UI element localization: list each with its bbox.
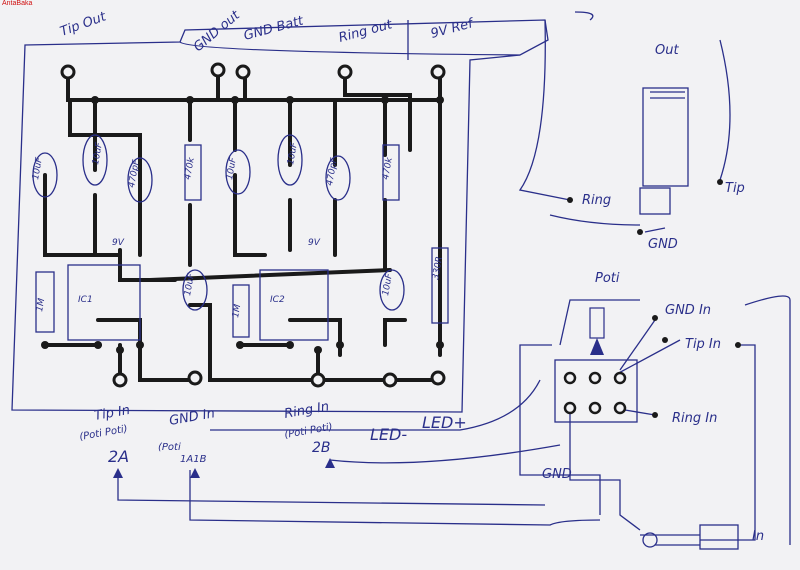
label-2b: 2B (312, 440, 331, 456)
label-tip-in: Tip In (685, 337, 721, 352)
label-9v-a: 9V (112, 238, 125, 248)
wires (117, 11, 791, 545)
label-c3: 470pF (127, 158, 142, 188)
board-outline-top (179, 41, 521, 56)
label-tip-out: Tip Out (58, 9, 109, 40)
ic2-body (259, 269, 329, 341)
label-poti-2a: (Poti Poti) (79, 424, 129, 443)
watermark: AntaBaka (2, 0, 33, 7)
label-r5: 330R (431, 256, 445, 281)
label-poti-2b: (Poti Poti) (284, 422, 334, 441)
label-gnd-batt: GND Batt (242, 13, 306, 44)
label-c1: 10uF (31, 156, 45, 181)
label-gnd: GND (648, 237, 678, 252)
label-led-minus: LED- (370, 425, 407, 444)
label-c4: 10uF (225, 156, 239, 181)
label-ic2: IC2 (270, 295, 285, 305)
label-c5: 10uF (286, 141, 300, 166)
label-9v-ref: 9V Ref (429, 16, 477, 42)
potentiometer (554, 307, 638, 423)
label-poti: Poti (595, 271, 620, 286)
label-c8: 10uF (381, 272, 395, 297)
label-9v-b: 9V (308, 238, 321, 248)
label-tip-in-board: Tip In (93, 403, 131, 424)
label-r1: 470k (183, 156, 197, 181)
label-ring: Ring (582, 193, 611, 208)
label-c6: 470pF (325, 156, 340, 186)
label-r4: 1M (231, 303, 243, 318)
board-outline (11, 19, 549, 413)
label-1a1b: 1A1B (180, 454, 207, 465)
label-ring-out: Ring out (337, 17, 394, 46)
arrows (113, 458, 335, 478)
label-ring-in-board: Ring In (283, 399, 330, 422)
pcb-traces (43, 68, 442, 382)
output-jack (639, 87, 689, 215)
input-jack (640, 524, 739, 550)
capacitors (32, 134, 405, 311)
label-gnd-in-board: GND In (168, 406, 216, 429)
ic1-body (67, 264, 141, 341)
label-ring-in: Ring In (672, 411, 717, 426)
solder-pads (60, 62, 446, 388)
label-ic1: IC1 (78, 295, 93, 305)
label-r3: 1M (35, 297, 47, 312)
label-tip: Tip (725, 181, 745, 196)
resistors (35, 144, 449, 338)
label-gnd-in: GND In (665, 303, 711, 318)
label-c2: 10uF (91, 141, 105, 166)
label-gnd-pot: GND (542, 467, 572, 482)
label-led-plus: LED+ (422, 413, 467, 432)
vias (41, 96, 444, 354)
label-r2: 470k (381, 156, 395, 181)
label-2a: 2A (108, 447, 129, 466)
label-c7: 10uF (183, 272, 197, 297)
label-poti-1a1b: (Poti (158, 442, 181, 453)
label-in: In (752, 529, 764, 544)
label-out: Out (655, 43, 679, 58)
